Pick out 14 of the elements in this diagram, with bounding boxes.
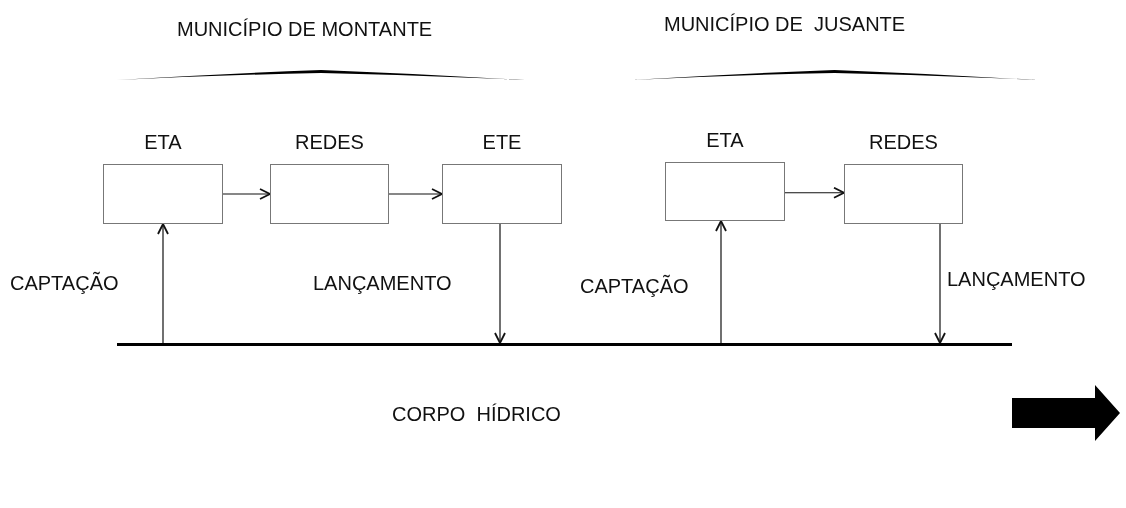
arrow: [157, 223, 169, 344]
box-heading: ETA: [705, 128, 745, 152]
arrow: [494, 223, 506, 344]
arrow: [784, 186, 845, 199]
box-heading: ETA: [143, 130, 183, 154]
arrow: [388, 188, 443, 200]
box-heading: REDES: [868, 130, 939, 154]
box-heading: REDES: [294, 130, 365, 154]
edge-label: CAPTAÇÃO: [580, 274, 689, 298]
arrow: [715, 220, 727, 344]
arrow: [222, 188, 271, 200]
edge-label: CAPTAÇÃO: [10, 271, 119, 295]
box-heading: ETE: [481, 130, 523, 154]
arrow: [934, 223, 946, 344]
